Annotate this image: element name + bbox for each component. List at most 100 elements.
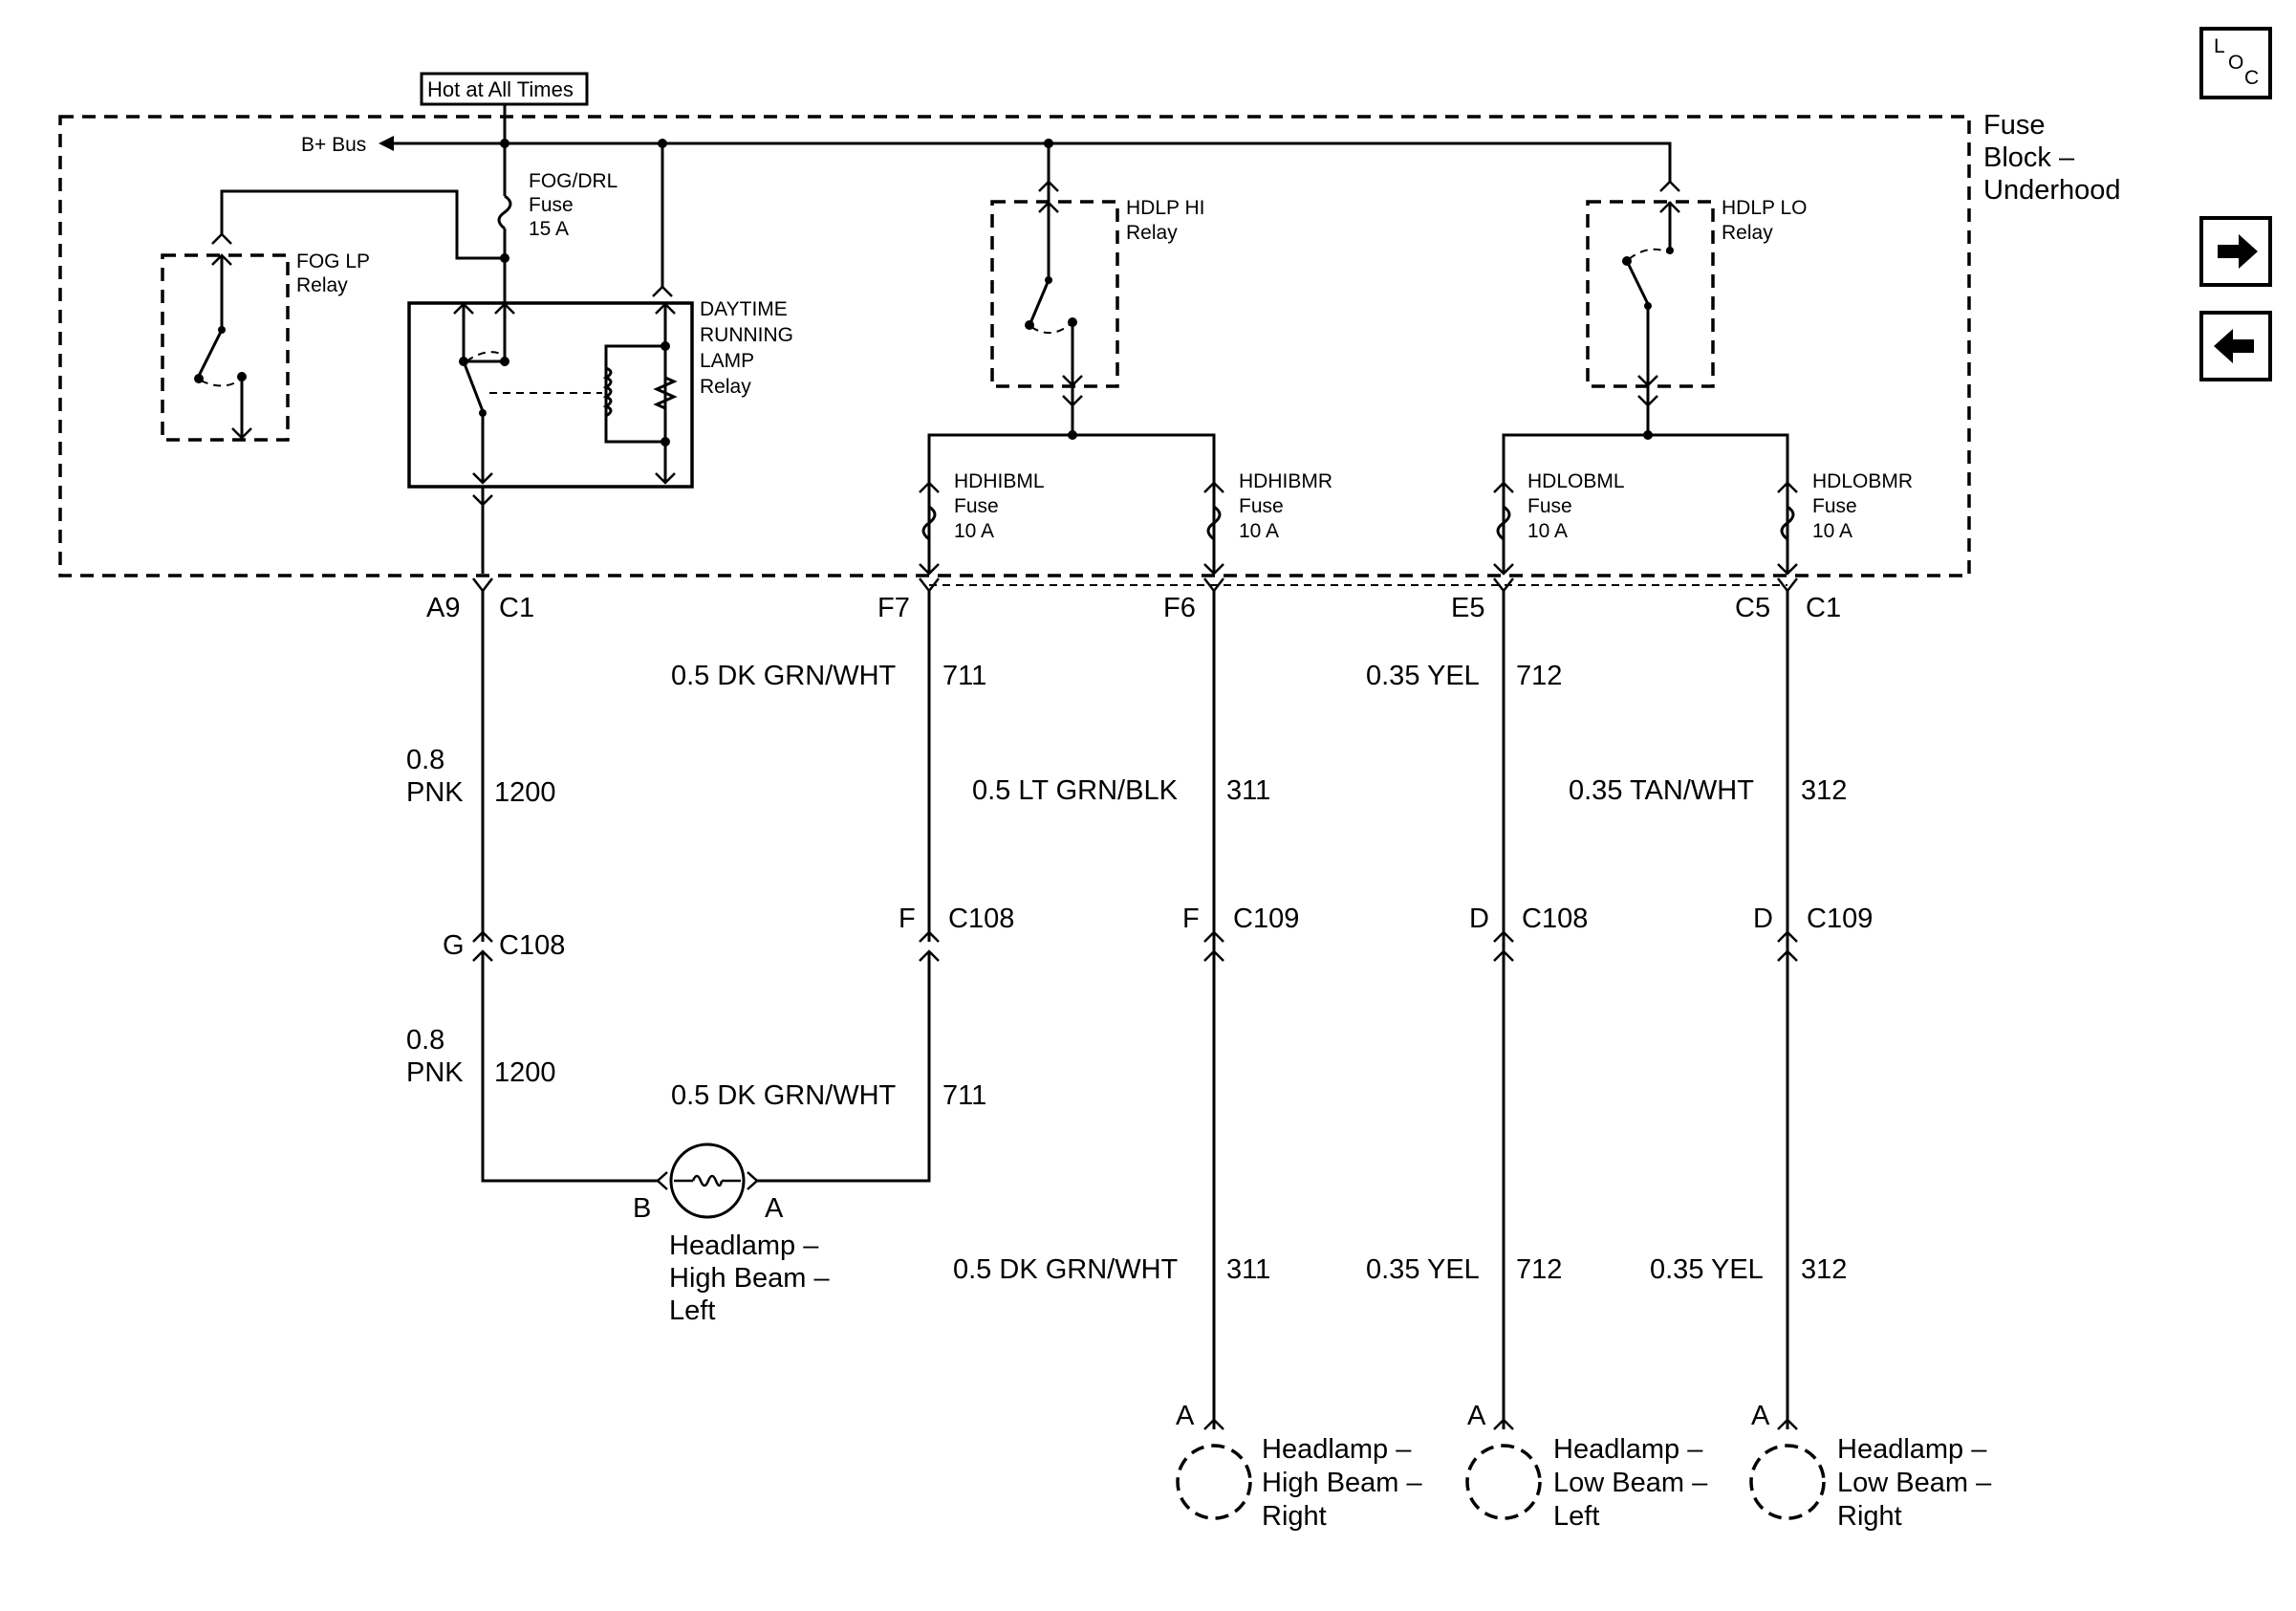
svg-text:High Beam –: High Beam –	[1262, 1468, 1423, 1498]
svg-text:C1: C1	[1806, 593, 1841, 623]
svg-text:HDHIBMR: HDHIBMR	[1239, 470, 1332, 492]
svg-text:Relay: Relay	[1126, 222, 1178, 244]
svg-text:Fuse: Fuse	[954, 495, 999, 517]
svg-text:312: 312	[1801, 775, 1847, 806]
svg-text:711: 711	[942, 1080, 986, 1111]
svg-text:C1: C1	[499, 593, 534, 623]
svg-text:C108: C108	[499, 930, 565, 961]
wire-312: 0.35 TAN/WHT 312 D C109 0.35 YEL 312	[1569, 591, 1873, 1430]
wire-1200: 0.8 PNK 1200 G C108 0.8 PNK 1200	[406, 591, 668, 1190]
svg-text:Relay: Relay	[296, 274, 348, 296]
headlamp-high-beam-left: B A Headlamp – High Beam – Left	[633, 951, 931, 1326]
svg-text:HDLP HI: HDLP HI	[1126, 197, 1204, 219]
loc-button[interactable]: L O C	[2199, 27, 2272, 99]
b-plus-bus-label: B+ Bus	[301, 134, 366, 156]
svg-text:712: 712	[1516, 661, 1562, 691]
svg-text:0.5 LT GRN/BLK: 0.5 LT GRN/BLK	[972, 775, 1179, 806]
svg-text:F: F	[1182, 903, 1200, 934]
svg-text:A: A	[1751, 1401, 1770, 1431]
svg-text:F: F	[899, 903, 916, 934]
svg-text:15 A: 15 A	[529, 218, 569, 240]
arrow-left-icon	[2214, 329, 2254, 363]
previous-page-button[interactable]	[2199, 311, 2272, 381]
svg-text:HDLOBMR: HDLOBMR	[1812, 470, 1913, 492]
svg-text:10 A: 10 A	[1812, 520, 1852, 542]
arrow-right-icon	[2218, 234, 2258, 269]
svg-text:0.8: 0.8	[406, 745, 444, 775]
svg-text:E5: E5	[1451, 593, 1484, 623]
svg-text:D: D	[1469, 903, 1489, 934]
daytime-running-lamp-relay: DAYTIME RUNNING LAMP Relay	[407, 143, 793, 574]
svg-text:PNK: PNK	[406, 1057, 464, 1088]
svg-text:0.5 DK GRN/WHT: 0.5 DK GRN/WHT	[953, 1254, 1179, 1285]
svg-text:PNK: PNK	[406, 777, 464, 808]
svg-text:G: G	[443, 930, 465, 961]
svg-text:FOG LP: FOG LP	[296, 250, 370, 272]
svg-text:C109: C109	[1807, 903, 1873, 934]
svg-text:0.35 YEL: 0.35 YEL	[1650, 1254, 1764, 1285]
svg-text:HDHIBML: HDHIBML	[954, 470, 1045, 492]
svg-text:Fuse: Fuse	[1239, 495, 1284, 517]
svg-text:311: 311	[1226, 1254, 1270, 1285]
svg-text:Relay: Relay	[1722, 222, 1773, 244]
svg-text:Right: Right	[1262, 1501, 1327, 1532]
svg-text:311: 311	[1226, 775, 1270, 806]
hot-at-all-times-box: Hot at All Times	[420, 72, 589, 106]
svg-text:A: A	[1176, 1401, 1195, 1431]
hdlp-hi-relay: HDLP HI Relay	[990, 139, 1204, 440]
fog-drl-fuse: FOG/DRL Fuse 15 A	[497, 143, 617, 263]
svg-text:B: B	[633, 1193, 651, 1224]
svg-text:HDLP LO: HDLP LO	[1722, 197, 1808, 219]
svg-text:C5: C5	[1735, 593, 1770, 623]
wire-712: 0.35 YEL 712 D C108 0.35 YEL 712	[1366, 591, 1588, 1430]
svg-text:10 A: 10 A	[1239, 520, 1279, 542]
svg-text:C108: C108	[948, 903, 1014, 934]
svg-text:Low Beam –: Low Beam –	[1837, 1468, 1992, 1498]
svg-text:0.5 DK GRN/WHT: 0.5 DK GRN/WHT	[671, 1080, 897, 1111]
svg-text:Block –: Block –	[1983, 142, 2075, 173]
svg-text:RUNNING: RUNNING	[700, 324, 793, 346]
svg-text:1200: 1200	[494, 777, 556, 808]
hi-beam-fuse-branch: HDHIBML Fuse 10 A HDHIBMR Fuse 10 A	[919, 433, 1332, 576]
svg-text:F6: F6	[1163, 593, 1196, 623]
next-page-button[interactable]	[2199, 216, 2272, 287]
svg-text:C109: C109	[1233, 903, 1299, 934]
svg-text:LAMP: LAMP	[700, 350, 754, 372]
svg-text:Headlamp –: Headlamp –	[1262, 1434, 1412, 1465]
svg-text:D: D	[1753, 903, 1773, 934]
svg-text:Fuse: Fuse	[1527, 495, 1572, 517]
svg-text:C108: C108	[1522, 903, 1588, 934]
svg-text:711: 711	[942, 661, 986, 691]
svg-text:A9: A9	[426, 593, 460, 623]
svg-text:312: 312	[1801, 1254, 1847, 1285]
svg-text:Fuse: Fuse	[1812, 495, 1857, 517]
svg-text:L: L	[2214, 35, 2225, 57]
fog-lp-relay: FOG LP Relay	[161, 189, 505, 442]
svg-text:F7: F7	[877, 593, 910, 623]
svg-text:1200: 1200	[494, 1057, 556, 1088]
lo-beam-fuse-branch: HDLOBML Fuse 10 A HDLOBMR Fuse 10 A	[1493, 433, 1913, 576]
svg-text:Right: Right	[1837, 1501, 1902, 1532]
svg-text:FOG/DRL: FOG/DRL	[529, 170, 617, 192]
svg-text:High Beam –: High Beam –	[669, 1263, 831, 1294]
svg-text:0.5 DK GRN/WHT: 0.5 DK GRN/WHT	[671, 661, 897, 691]
svg-text:Headlamp –: Headlamp –	[669, 1230, 819, 1261]
svg-text:712: 712	[1516, 1254, 1562, 1285]
wire-711: 0.5 DK GRN/WHT 711 F C108 0.5 DK GRN/WHT…	[671, 591, 1014, 1111]
connector-c1: A9 C1 F7 F6 E5 C5 C1	[426, 577, 1841, 623]
svg-text:HDLOBML: HDLOBML	[1527, 470, 1625, 492]
svg-text:Fuse: Fuse	[1983, 110, 2045, 141]
svg-text:10 A: 10 A	[1527, 520, 1568, 542]
svg-text:C: C	[2244, 67, 2259, 89]
svg-text:Headlamp –: Headlamp –	[1553, 1434, 1703, 1465]
hot-at-all-times-label: Hot at All Times	[427, 77, 574, 101]
svg-text:DAYTIME: DAYTIME	[700, 298, 788, 320]
svg-text:Low Beam –: Low Beam –	[1553, 1468, 1708, 1498]
svg-text:A: A	[1467, 1401, 1486, 1431]
wire-311: 0.5 LT GRN/BLK 311 F C109 0.5 DK GRN/WHT…	[953, 591, 1299, 1430]
headlamp-high-beam-right: A Headlamp – High Beam – Right	[1176, 1401, 1423, 1532]
svg-text:Left: Left	[1553, 1501, 1599, 1532]
fuse-block-outline	[58, 115, 1971, 577]
svg-text:O: O	[2228, 52, 2243, 74]
